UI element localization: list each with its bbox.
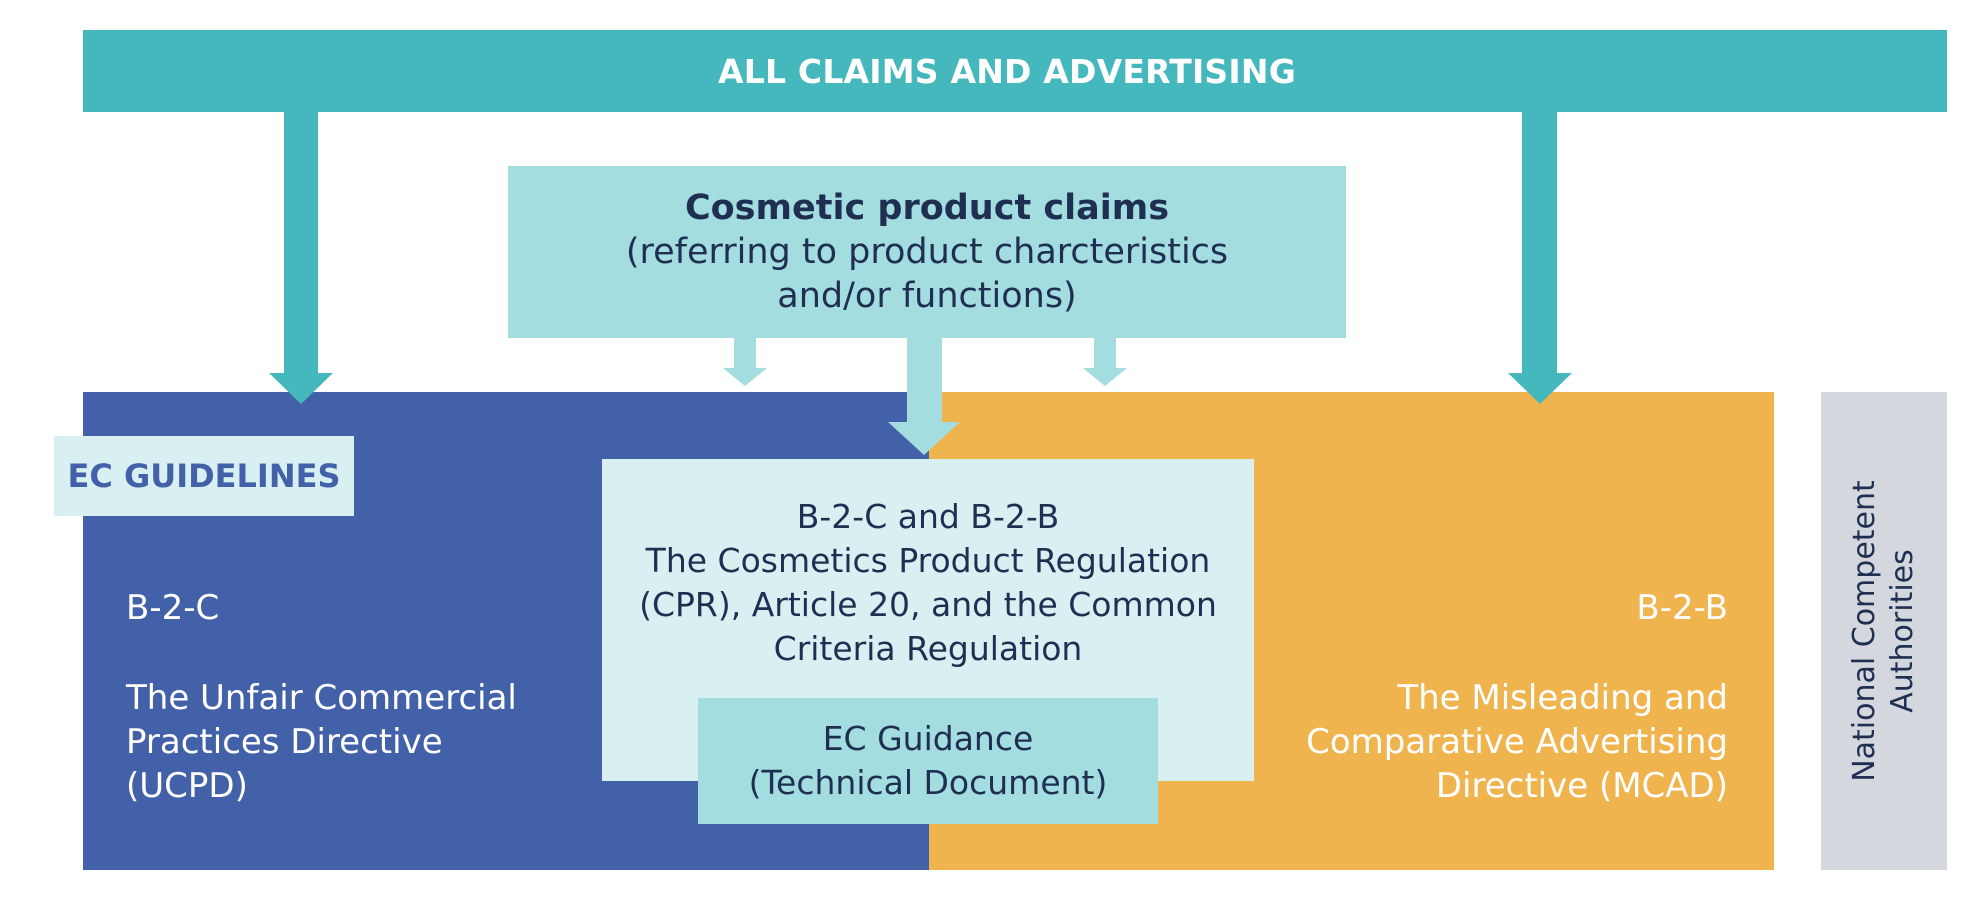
ucpd-line1: The Unfair Commercial (126, 678, 517, 718)
national-authorities-panel: National Competent Authorities (1821, 392, 1947, 870)
cosmetic-claims-title: Cosmetic product claims (684, 188, 1170, 228)
cosmetic-claims-line1: (referring to product charcteristics (625, 232, 1229, 272)
banner-arrow-right (1508, 110, 1572, 404)
cosmetic-arrow-small-left (723, 336, 767, 386)
cosmetic-claims-box: Cosmetic product claims (referring to pr… (508, 166, 1346, 338)
ec-guidelines-text: EC GUIDELINES (67, 457, 341, 495)
cpr-line1: B-2-C and B-2-B (796, 497, 1060, 536)
ucpd-line2: Practices Directive (126, 722, 443, 762)
ucpd-line3: (UCPD) (126, 766, 248, 806)
banner-arrow-left (269, 110, 333, 404)
cpr-line3: (CPR), Article 20, and the Common (639, 585, 1217, 624)
b2c-label: B-2-C (126, 588, 220, 628)
ucpd-text: The Unfair Commercial Practices Directiv… (126, 676, 566, 808)
mcad-line2: Comparative Advertising (1306, 722, 1728, 762)
cosmetic-arrow-center (888, 336, 960, 455)
mcad-line3: Directive (MCAD) (1435, 766, 1728, 806)
mcad-line1: The Misleading and (1397, 678, 1728, 718)
cpr-line2: The Cosmetics Product Regulation (645, 541, 1211, 580)
ec-guidelines-tag: EC GUIDELINES (54, 436, 354, 516)
mcad-text: The Misleading and Comparative Advertisi… (1270, 676, 1728, 808)
cosmetic-claims-line2: and/or functions) (777, 276, 1077, 316)
ec-guidance-box: EC Guidance (Technical Document) (698, 698, 1158, 824)
ec-guidance-line1: EC Guidance (822, 719, 1034, 758)
cosmetic-arrow-small-right (1083, 336, 1127, 386)
cpr-line4: Criteria Regulation (773, 629, 1083, 668)
all-claims-banner: ALL CLAIMS AND ADVERTISING (83, 30, 1947, 112)
ec-guidance-line2: (Technical Document) (748, 763, 1108, 802)
all-claims-banner-text: ALL CLAIMS AND ADVERTISING (718, 51, 1296, 91)
cpr-text: B-2-C and B-2-B The Cosmetics Product Re… (602, 495, 1254, 671)
b2b-label: B-2-B (1636, 588, 1728, 628)
